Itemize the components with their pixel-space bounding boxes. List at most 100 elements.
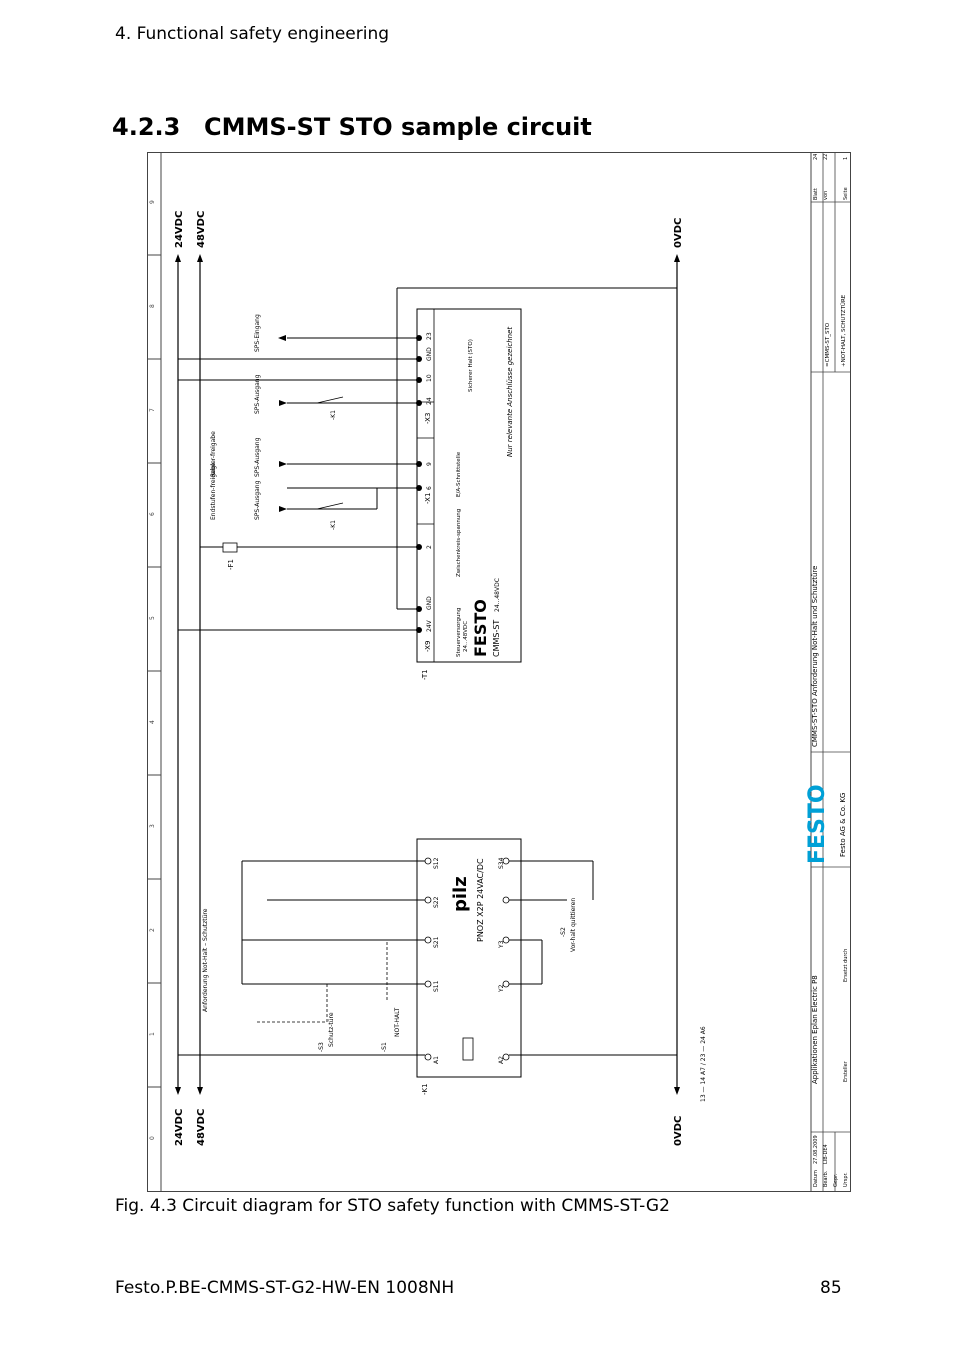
connector-x1-label: -X1 (424, 493, 432, 504)
terminal-label: 24 (426, 397, 433, 405)
column-number: 6 (149, 512, 156, 516)
supply-range: 24...48VDC (463, 621, 469, 652)
fuse-f1 (222, 542, 238, 553)
pilz-terminal-label: A1 (433, 1056, 440, 1064)
column-number: 3 (149, 824, 156, 828)
sps-output-label-3: SPS-Ausgang (254, 480, 261, 520)
terminal-label: 6 (426, 486, 433, 490)
of-value: 22 (823, 154, 829, 160)
cmms-st-model: CMMS-ST (492, 620, 501, 657)
device-tag-t1: -T1 (421, 669, 429, 680)
title-block-company: Festo AG & Co. KG (839, 793, 847, 857)
figure-caption: Fig. 4.3 Circuit diagram for STO safety … (115, 1196, 670, 1216)
drive-voltage: 24...48VDC (494, 578, 501, 612)
original-label: Urspr. (843, 1172, 849, 1187)
column-number: 5 (149, 616, 156, 620)
pilz-terminal-label: Y3 (498, 940, 505, 949)
running-header: 4. Functional safety engineering (115, 24, 390, 44)
power-label: Zwischenkreis-spannung (456, 509, 462, 577)
cmms-st-box (416, 308, 522, 663)
column-number: 4 (149, 720, 156, 724)
festo-logo: FESTO (471, 599, 490, 657)
connector-x3-label: -X3 (424, 413, 432, 424)
pilz-terminal-label: S21 (433, 936, 440, 948)
rail-label-24vdc-top: 24VDC (174, 211, 185, 248)
circuit-diagram-svg: 0 1 2 3 4 5 6 7 8 9 24VDC 48VDC 0VDC 24V… (147, 152, 851, 1192)
footer-page-number: 85 (820, 1278, 842, 1298)
switch-s3-tag: -S3 (318, 1042, 325, 1052)
signal-arrows (278, 335, 287, 512)
circuit-diagram: 0 1 2 3 4 5 6 7 8 9 24VDC 48VDC 0VDC 24V… (147, 152, 851, 1192)
pilz-terminal-label: S34 (498, 857, 505, 869)
ruler-ticks (147, 254, 161, 1088)
date-value: 27.08.2009 (813, 1135, 819, 1164)
column-number: 9 (149, 200, 156, 204)
sps-input-label: SPS-Eingang (254, 314, 261, 352)
k1-contacts-label: 13 — 14 A7 / 23 — 24 A6 (700, 1026, 707, 1102)
pilz-terminal-label: S11 (433, 980, 440, 992)
title-block-drawing-id: =CMMS-ST_STO (825, 322, 831, 367)
pilz-terminal-label: S22 (433, 896, 440, 908)
section-number: 4.2.3 (112, 113, 181, 141)
column-number: 2 (149, 928, 156, 932)
footer-doc-id: Festo.P.BE-CMMS-ST-G2-HW-EN 1008NH (115, 1278, 455, 1298)
pilz-device-tag: -K1 (421, 1083, 429, 1095)
sto-label: Sicherer Halt (STO) (468, 339, 474, 392)
terminal-label: 23 (426, 332, 433, 340)
pilz-terminal-label: Y2 (498, 984, 505, 993)
pilz-terminal-label: A2 (498, 1056, 505, 1064)
page-value: 1 (843, 157, 849, 160)
switch-s1-label: NOT-HALT (394, 1007, 401, 1037)
rail-label-0vdc-bottom: 0VDC (673, 1116, 684, 1146)
page-label: Seite (843, 187, 849, 200)
replaced-label: Ersetzt durch (843, 949, 849, 982)
supply-label: Steuerversorgung (456, 608, 462, 657)
rail-label-48vdc-top: 48VDC (196, 211, 207, 248)
rail-label-24vdc-bottom: 24VDC (174, 1109, 185, 1146)
rail-arrows (175, 254, 680, 1095)
editor-label: Bearb. (823, 1170, 829, 1187)
column-number: 0 (149, 1136, 156, 1140)
title-block-lines (811, 152, 851, 1192)
terminal-label: GND (426, 347, 433, 361)
column-number: 8 (149, 304, 156, 308)
connector-x9-label: -X9 (424, 641, 432, 652)
column-number: 7 (149, 408, 156, 412)
of-label: von (823, 191, 829, 200)
rail-label-0vdc-top: 0VDC (673, 218, 684, 248)
request-label: Anforderung Not-Halt – Schutztüre (202, 908, 209, 1012)
pilz-box (416, 838, 522, 1078)
date-label: Datum (813, 1170, 819, 1187)
check-label: Gepr. (833, 1173, 839, 1187)
pilz-logo: pilz (450, 876, 471, 912)
rail-label-48vdc-bottom: 48VDC (196, 1109, 207, 1146)
k1-contacts (316, 396, 344, 510)
io-label: E/A-Schnittstelle (456, 451, 462, 497)
sheet-label: Blatt (813, 188, 819, 200)
title-block-festo-logo: FESTO (805, 784, 830, 864)
pilz-model: PNOZ X2P 24VAC/DC (476, 858, 485, 942)
k1-contact-tag-a: -K1 (330, 410, 337, 420)
drive-wiring (178, 287, 677, 631)
pilz-terminal-label: S12 (433, 857, 440, 869)
fuse-tag: -F1 (227, 559, 235, 570)
title-block-location: +NOT-HALT, SCHUTZTÜRE (840, 294, 847, 367)
terminal-label: 24V (426, 619, 433, 632)
mechanical-linkage (257, 942, 388, 1023)
title-block-project: Applikationen Eplan Electric P8 (811, 975, 819, 1084)
section-title: CMMS-ST STO sample circuit (204, 113, 592, 141)
terminal-label: 9 (426, 462, 433, 466)
safety-wiring (178, 860, 677, 1056)
power-rails (177, 262, 678, 1087)
drive-note: Nur relevante Anschlüsse gezeichnet (506, 327, 514, 457)
k1-contact-tag-b: -K1 (330, 520, 337, 530)
title-block-title: CMMS-ST-STO Anforderung Not-Halt und Sch… (811, 566, 819, 747)
sps-output-label-1: SPS-Ausgang (254, 374, 261, 414)
terminal-label: 2 (426, 545, 433, 549)
column-number: 1 (149, 1032, 156, 1036)
switch-s1-tag: -S1 (381, 1042, 388, 1052)
limit-enable-label: Endstufen-freigabe (210, 462, 217, 520)
switch-s2-tag: -S2 (560, 927, 567, 937)
terminal-label: 10 (426, 374, 433, 382)
relay-coil (462, 1037, 474, 1061)
